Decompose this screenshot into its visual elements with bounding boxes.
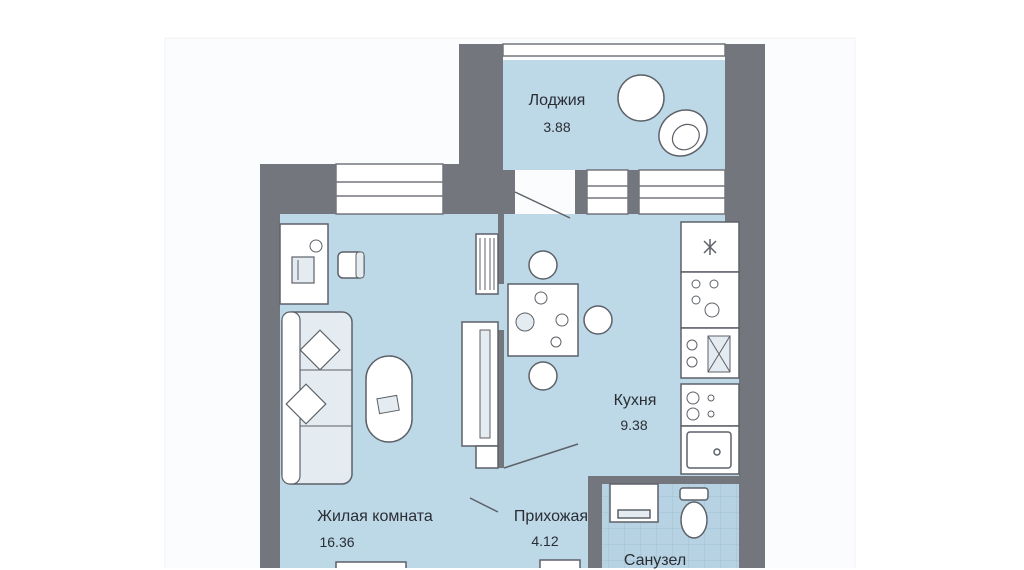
hallway-floor (502, 476, 590, 568)
armchair (658, 109, 708, 157)
window-living-room (335, 163, 444, 215)
sofa (281, 311, 353, 485)
dining-table (507, 283, 579, 357)
hallway-name: Прихожая (513, 508, 589, 525)
cooktop-icon (686, 391, 715, 421)
washing-machine (609, 483, 659, 523)
living-room-door-frame (335, 561, 407, 568)
living-room-name: Жилая комната (317, 508, 433, 525)
door-swings (469, 191, 579, 513)
kitchen-name: Кухня (613, 392, 657, 409)
tv-cabinet (461, 321, 499, 469)
loggia-name: Лоджия (528, 92, 586, 109)
sink-icon (691, 279, 720, 318)
bookshelf (475, 233, 499, 295)
desk-chair (337, 251, 365, 279)
living-room-area: 16.36 (319, 534, 355, 550)
desk (279, 223, 329, 305)
hallway-area: 4.12 (531, 533, 559, 549)
window-kitchen (586, 169, 726, 215)
oven-icon (686, 431, 732, 469)
hallway-cabinet (539, 559, 581, 568)
coffee-table (365, 355, 413, 443)
bathroom-name: Санузел (623, 552, 687, 569)
fridge-icon (703, 239, 717, 255)
dining-chairs (528, 250, 613, 391)
kitchen-area: 9.38 (620, 417, 648, 433)
walls (260, 43, 765, 568)
round-table (617, 74, 665, 122)
toilet (679, 487, 709, 539)
stove-icon (686, 335, 731, 373)
loggia-area: 3.88 (543, 119, 571, 135)
